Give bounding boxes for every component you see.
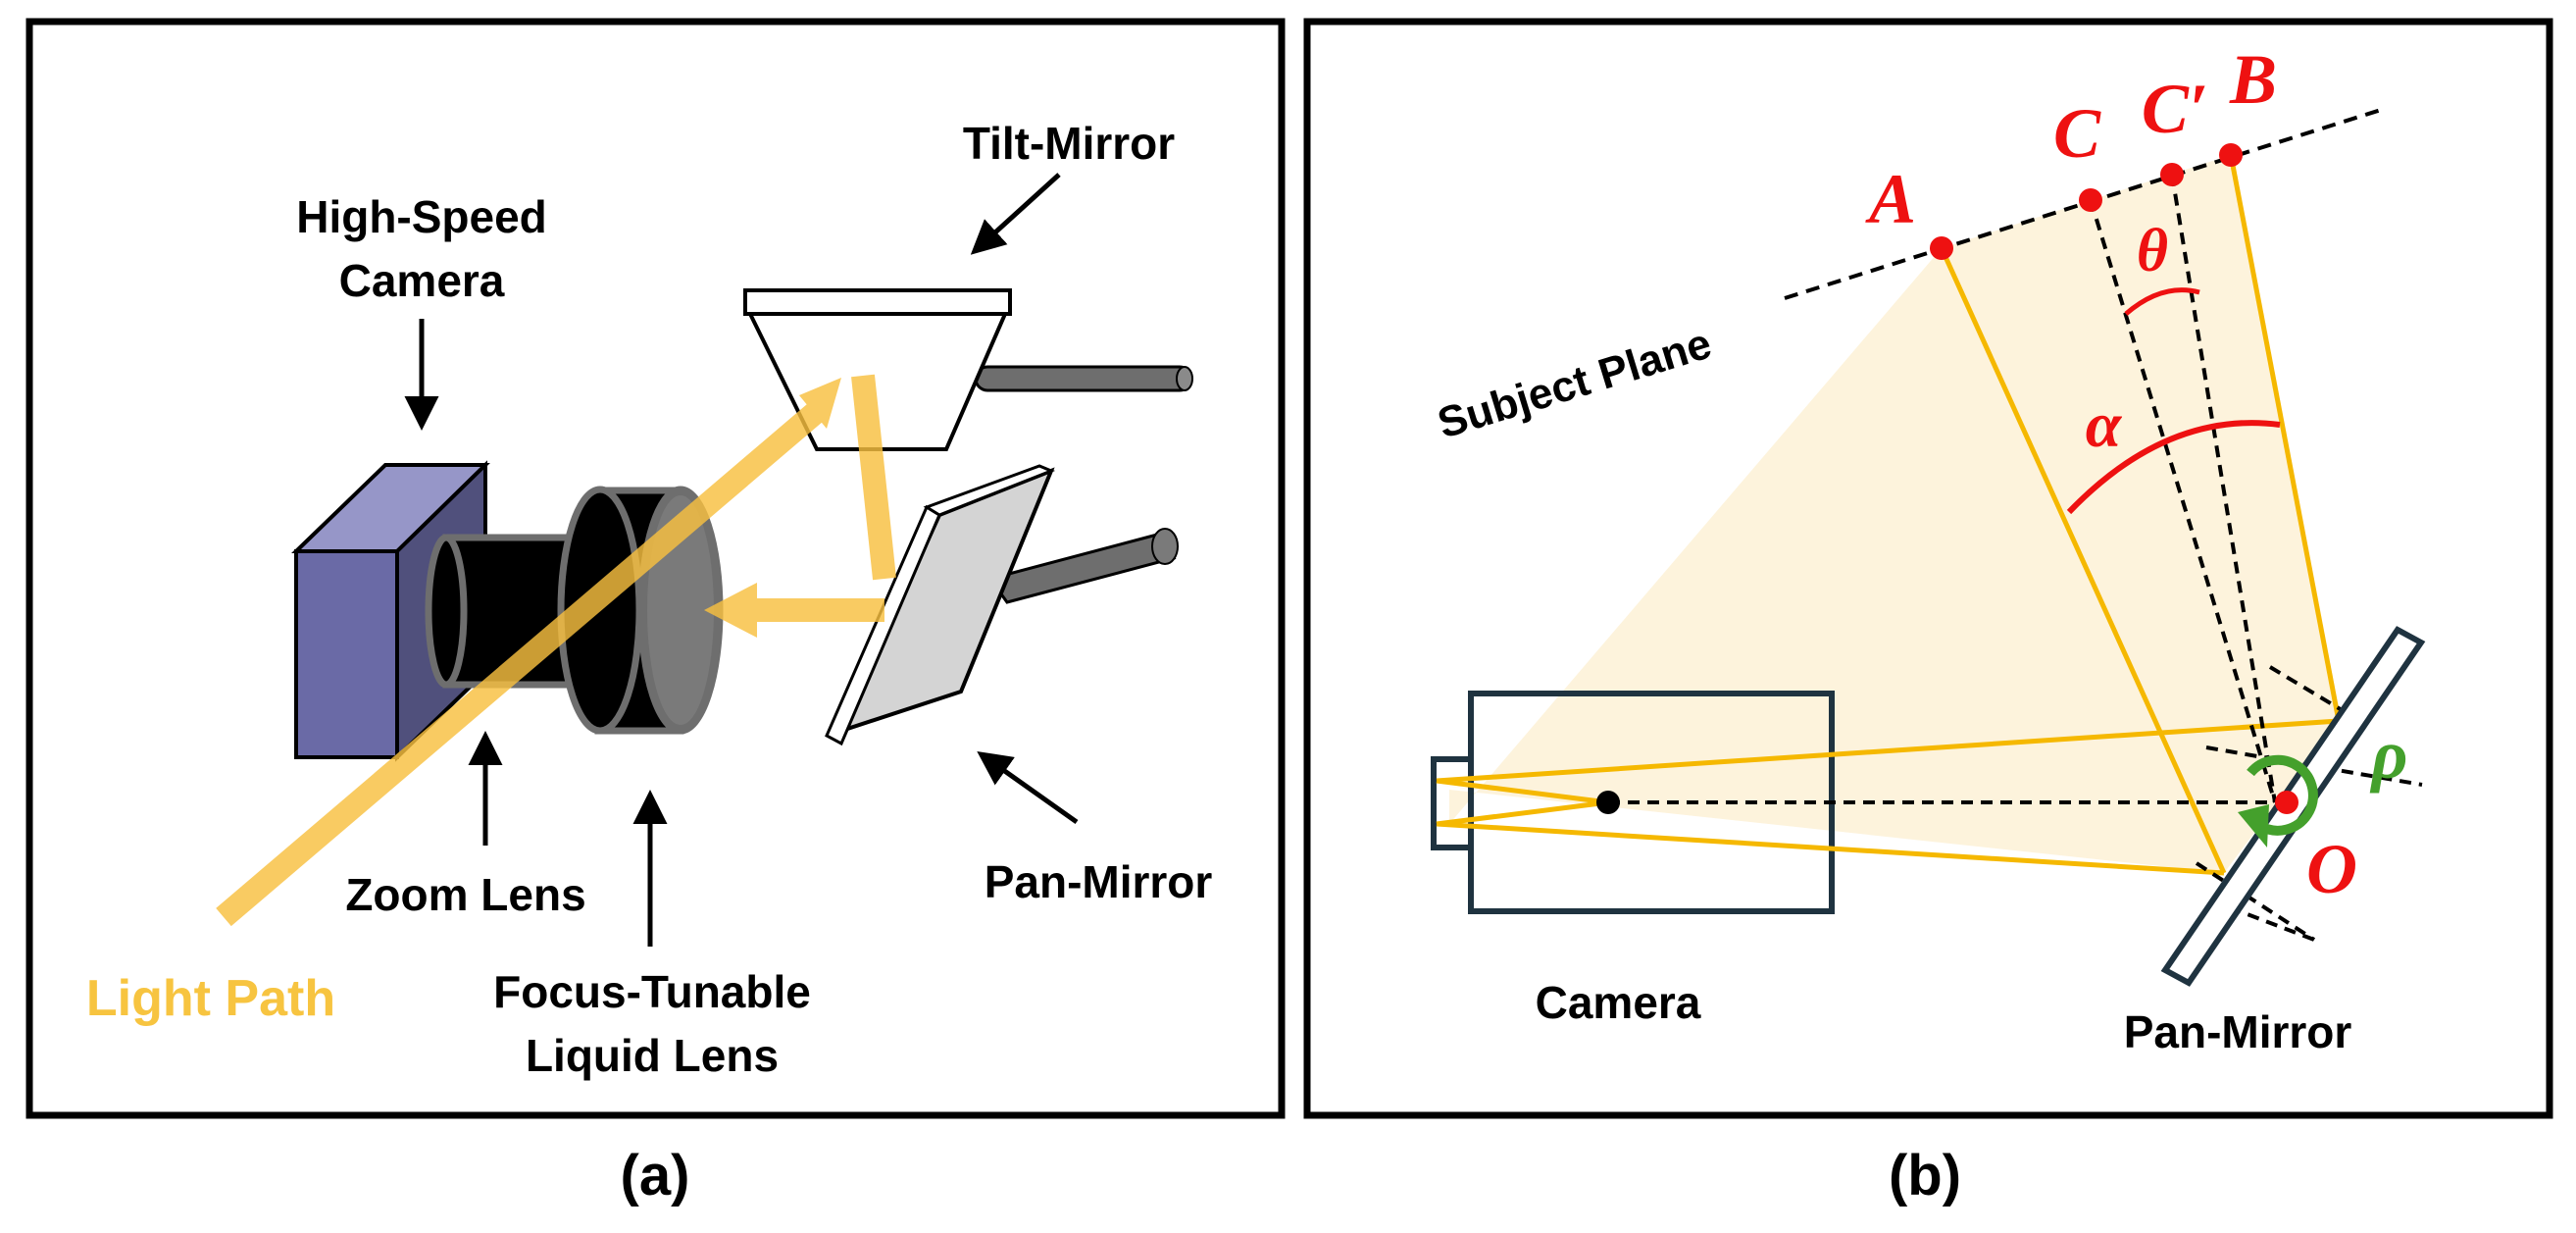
label-theta: θ <box>2137 218 2168 284</box>
point-c-prime <box>2160 163 2184 186</box>
tilt-mirror-arrow <box>970 173 1061 255</box>
camera-label-line1: High-Speed <box>296 191 547 242</box>
camera-front <box>294 549 399 759</box>
tilt-mirror-label: Tilt-Mirror <box>963 118 1175 169</box>
pan-mirror-label-b: Pan-Mirror <box>2124 1006 2352 1057</box>
camera-label: Camera <box>1536 977 1701 1028</box>
camera-center <box>1596 791 1620 814</box>
camera-label-line2: Camera <box>339 255 505 306</box>
panel-b: A C C′ B O θ α ρ Subject Plane Camera Pa… <box>1303 18 2553 1207</box>
point-b <box>2219 143 2243 167</box>
liquid-lens-label-line1: Focus-Tunable <box>493 966 811 1017</box>
light-path-label: Light Path <box>86 970 335 1027</box>
panel-a-frame <box>25 18 1286 1119</box>
rho-rotation <box>2238 754 2318 848</box>
label-c: C <box>2053 94 2101 173</box>
caption-b: (b) <box>1889 1144 1961 1207</box>
panel-b-frame <box>1303 18 2553 1119</box>
theta-arc <box>2124 287 2200 316</box>
subject-plane-label: Subject Plane <box>1433 320 1717 448</box>
point-c <box>2079 188 2102 212</box>
camera-lens <box>1431 756 1474 850</box>
point-a <box>1930 236 1953 260</box>
points <box>1596 143 2298 814</box>
subject-plane-line <box>1784 108 2382 300</box>
tilt-mirror-top <box>743 288 1012 316</box>
panel-a: High-Speed Camera Tilt-Mirror Pan-Mirror… <box>25 18 1286 1207</box>
pan-mirror-a <box>825 464 1179 746</box>
pan-mirror-label: Pan-Mirror <box>985 856 1213 907</box>
label-c-prime: C′ <box>2142 70 2208 148</box>
annotation-arrows <box>404 173 1079 947</box>
alpha-arc <box>2066 420 2281 515</box>
label-alpha: α <box>2086 389 2123 461</box>
label-b: B <box>2229 40 2277 119</box>
pan-mirror-arrow <box>977 750 1079 825</box>
liquid-lens-label-line2: Liquid Lens <box>526 1030 779 1081</box>
label-a: A <box>1865 160 1916 238</box>
point-o <box>2275 791 2298 814</box>
zoom-lens-label: Zoom Lens <box>345 869 585 920</box>
beams <box>1436 154 2342 876</box>
label-rho: ρ <box>2369 715 2407 794</box>
tilt-mirror-shaft <box>974 365 1193 392</box>
label-o: O <box>2306 830 2357 908</box>
light-path <box>216 374 896 927</box>
caption-a: (a) <box>621 1144 690 1207</box>
